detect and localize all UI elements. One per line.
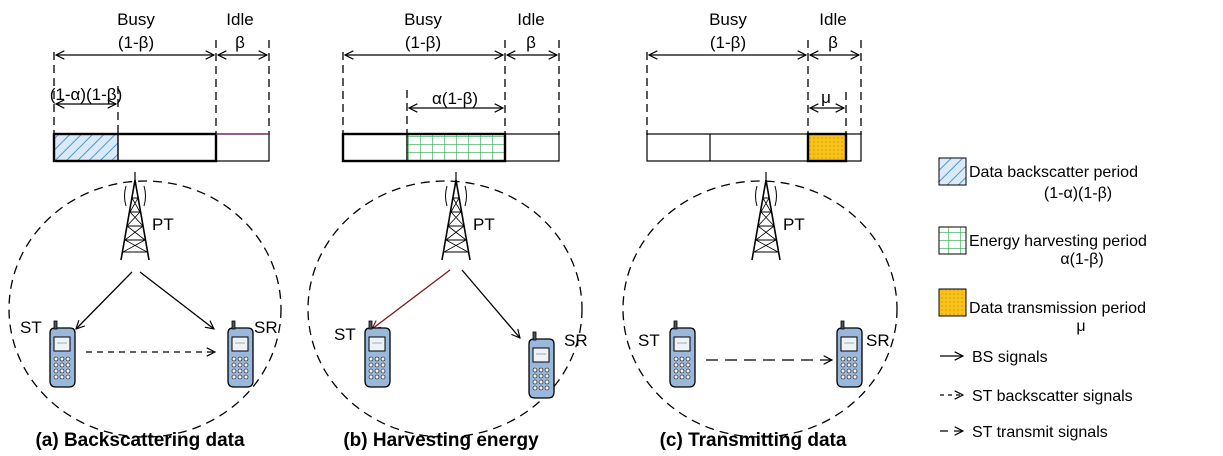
- slot-label: μ: [821, 88, 831, 107]
- receiver-label: SR: [254, 318, 278, 337]
- transmitter-label: ST: [20, 318, 42, 337]
- idle-fraction-label: β: [235, 33, 245, 52]
- slot-bar: [341, 132, 560, 163]
- legend: Data backscatter period (1-α)(1-β) Energ…: [938, 157, 1147, 441]
- bs-signal-arrow: [76, 271, 133, 329]
- transmitter-label: ST: [638, 331, 660, 350]
- transmit-swatch: [938, 288, 967, 317]
- slot-label: α(1-β): [432, 89, 478, 108]
- tower-label: PT: [473, 215, 495, 234]
- legend-harvest-title: Energy harvesting period: [969, 233, 1147, 250]
- slot-bar: [52, 132, 270, 163]
- busy-label: Busy: [404, 10, 442, 29]
- phone-icon: [836, 320, 863, 388]
- slot-label: (1-α)(1-β): [50, 85, 122, 104]
- panel-backscattering: Busy (1-β) Idle β (1-α)(1-β) PT ST SR (a…: [8, 10, 282, 451]
- coverage-area: [8, 180, 282, 438]
- legend-harvest-value: α(1-β): [1060, 251, 1103, 268]
- legend-backscatter-title: Data backscatter period: [969, 164, 1138, 181]
- busy-fraction-label: (1-β): [405, 33, 441, 52]
- panel-caption: (c) Transmitting data: [660, 430, 847, 451]
- idle-label: Idle: [517, 10, 544, 29]
- busy-label: Busy: [117, 10, 155, 29]
- backscatter-swatch: [938, 157, 967, 186]
- tower-label: PT: [783, 215, 805, 234]
- phone-icon: [49, 320, 76, 388]
- bs-signal-arrow: [139, 271, 214, 329]
- panel-caption: (b) Harvesting energy: [343, 430, 539, 451]
- legend-backscatter-value: (1-α)(1-β): [1044, 185, 1112, 202]
- busy-idle-timeline: Busy (1-β) Idle β μ: [646, 10, 862, 135]
- receiver-label: SR: [564, 331, 588, 350]
- legend-transmit-title: Data transmission period: [969, 300, 1146, 317]
- phone-icon: [528, 331, 555, 399]
- panel-caption: (a) Backscattering data: [35, 430, 245, 451]
- harvest-swatch: [938, 226, 967, 255]
- coverage-area: [622, 180, 898, 438]
- tower-icon: [751, 171, 781, 261]
- harvest-slot: [407, 134, 505, 161]
- busy-idle-timeline: Busy (1-β) Idle β α(1-β): [342, 10, 560, 135]
- busy-fraction-label: (1-β): [710, 33, 746, 52]
- panel-transmitting: Busy (1-β) Idle β μ PT ST SR (c) Transmi…: [622, 10, 898, 451]
- legend-st-transmit: ST transmit signals: [972, 424, 1108, 441]
- backscatter-slot: [54, 134, 118, 161]
- bs-signal-arrow: [461, 269, 520, 338]
- phone-icon: [227, 320, 254, 388]
- idle-label: Idle: [226, 10, 253, 29]
- idle-label: Idle: [819, 10, 846, 29]
- phone-icon: [364, 320, 391, 388]
- coverage-area: [307, 180, 583, 438]
- tower-icon: [441, 171, 471, 261]
- busy-label: Busy: [709, 10, 747, 29]
- slot-bar: [646, 132, 862, 163]
- bs-signal-arrow: [372, 269, 451, 329]
- transmit-slot: [806, 132, 848, 163]
- panel-harvesting: Busy (1-β) Idle β α(1-β) PT ST SR (b) Ha…: [307, 10, 588, 451]
- tower-label: PT: [152, 215, 174, 234]
- legend-st-backscatter: ST backscatter signals: [972, 388, 1133, 405]
- idle-fraction-label: β: [526, 33, 536, 52]
- tower-icon: [120, 171, 150, 261]
- phone-icon: [669, 320, 696, 388]
- legend-transmit-value: μ: [1076, 318, 1085, 335]
- legend-bs-signals: BS signals: [972, 349, 1048, 366]
- busy-idle-timeline: Busy (1-β) Idle β (1-α)(1-β): [50, 10, 270, 135]
- idle-fraction-label: β: [828, 33, 838, 52]
- transmitter-label: ST: [334, 325, 356, 344]
- receiver-label: SR: [866, 331, 890, 350]
- busy-fraction-label: (1-β): [118, 33, 154, 52]
